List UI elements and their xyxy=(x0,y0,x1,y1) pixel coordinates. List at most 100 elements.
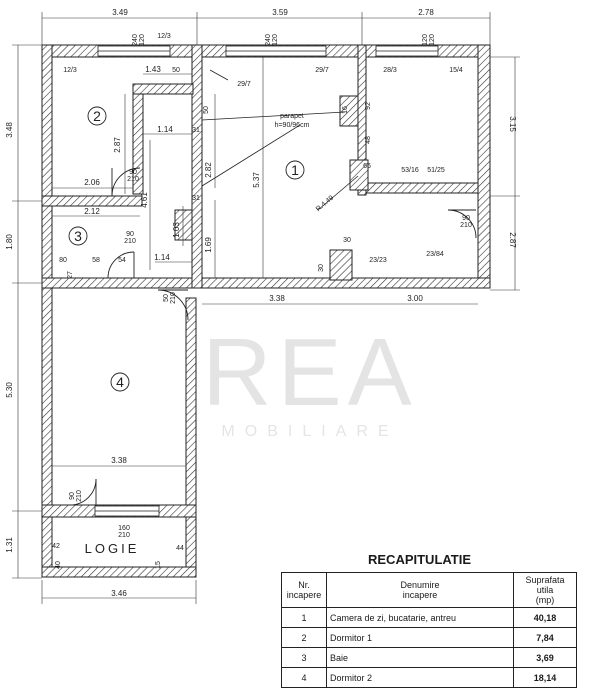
parapet-label: parapet xyxy=(280,113,304,120)
room-number-1: 1 xyxy=(291,162,299,178)
dim-left-3: 5.30 xyxy=(5,382,14,398)
code-12-3b: 12/3 xyxy=(157,33,171,40)
recap-header-nr: Nr.incapere xyxy=(281,572,327,608)
door-code-d: 90210 xyxy=(69,490,83,502)
dim-114b: 1.14 xyxy=(154,253,170,262)
dim-300: 3.00 xyxy=(407,294,423,303)
dim-66: 66 xyxy=(363,163,371,170)
room-number-3: 3 xyxy=(74,228,82,244)
dimension-lines xyxy=(12,12,520,604)
code-53-16: 53/16 xyxy=(401,167,419,174)
parapet-height: h=90/96cm xyxy=(275,122,310,129)
dim-58: 58 xyxy=(92,257,100,264)
dim-143: 1.43 xyxy=(145,65,161,74)
recap-header-area: Suprafata utila(mp) xyxy=(513,572,577,608)
door-code-e: 50210 xyxy=(163,292,177,304)
dim-30b: 30 xyxy=(318,264,325,272)
dim-left-1: 3.48 xyxy=(5,122,14,138)
dim-48: 48 xyxy=(365,136,372,144)
dim-42: 42 xyxy=(52,543,60,550)
dim-16: 16 xyxy=(342,106,349,114)
table-row: 3 Baie 3,69 xyxy=(281,647,577,668)
dim-31b: 31 xyxy=(192,195,200,202)
recap-title: RECAPITULATIE xyxy=(368,552,472,567)
code-23-84: 23/84 xyxy=(426,251,444,258)
dim-27: 27 xyxy=(67,271,74,279)
recap-name: Dormitor 2 xyxy=(326,667,514,688)
watermark-subtitle: MOBILIARE xyxy=(221,423,399,440)
dim-282: 2.82 xyxy=(204,162,213,178)
recap-nr: 1 xyxy=(281,607,327,628)
dim-338a: 3.38 xyxy=(269,294,285,303)
code-51-25: 51/25 xyxy=(427,167,445,174)
recap-area: 7,84 xyxy=(513,627,577,648)
dim-169: 1.69 xyxy=(204,237,213,253)
dim-top-3: 2.78 xyxy=(418,8,434,17)
recap-name: Camera de zi, bucatarie, antreu xyxy=(326,607,514,628)
dim-50b: 50 xyxy=(203,106,210,114)
code-29-7b: 29/7 xyxy=(315,67,329,74)
dim-15: 15 xyxy=(155,561,162,569)
dim-30: 30 xyxy=(343,237,351,244)
dim-212: 2.12 xyxy=(84,207,100,216)
table-row: 4 Dormitor 2 18,14 xyxy=(281,667,577,688)
dim-40: 40 xyxy=(55,561,62,569)
parapet-lines xyxy=(201,69,359,211)
dim-80: 80 xyxy=(59,257,67,264)
recap-name: Dormitor 1 xyxy=(326,627,514,648)
dim-338b: 3.38 xyxy=(111,456,127,465)
watermark: REA MOBILIARE xyxy=(170,325,450,441)
dim-top-1: 3.49 xyxy=(112,8,128,17)
code-23-23: 23/23 xyxy=(369,257,387,264)
dim-left-4: 1.31 xyxy=(5,537,14,553)
dim-206: 2.06 xyxy=(84,178,100,187)
recap-nr: 3 xyxy=(281,647,327,668)
window-code-c: 120120 xyxy=(422,34,436,46)
watermark-logo: REA xyxy=(202,319,418,426)
table-row: 1 Camera de zi, bucatarie, antreu 40,18 xyxy=(281,607,577,628)
window-code-b: 240120 xyxy=(265,34,279,46)
doors xyxy=(69,167,477,506)
dim-left-2: 1.80 xyxy=(5,234,14,250)
dim-54: 54 xyxy=(118,257,126,264)
dim-44: 44 xyxy=(176,545,184,552)
dim-537: 5.37 xyxy=(252,172,261,188)
dim-bottom-1: 3.46 xyxy=(111,589,127,598)
dim-right-1: 3.15 xyxy=(508,116,517,132)
dim-92: 92 xyxy=(365,102,372,110)
room-markers xyxy=(68,106,305,392)
dim-50a: 50 xyxy=(172,67,180,74)
code-r449: R.4.49 xyxy=(315,194,335,213)
dim-top-2: 3.59 xyxy=(272,8,288,17)
dim-103: 1.03 xyxy=(172,222,181,238)
recap-name: Baie xyxy=(326,647,514,668)
walls xyxy=(41,44,491,578)
windows xyxy=(94,45,439,517)
dim-114a: 1.14 xyxy=(157,125,173,134)
recap-area: 3,69 xyxy=(513,647,577,668)
dim-461: 4.61 xyxy=(140,192,149,208)
dim-right-2: 2.87 xyxy=(508,232,517,248)
recap-nr: 2 xyxy=(281,627,327,648)
room-number-2: 2 xyxy=(93,108,101,124)
dim-31a: 31 xyxy=(192,127,200,134)
code-29-7a: 29/7 xyxy=(237,81,251,88)
window-code-a: 240120 xyxy=(132,34,146,46)
code-28-3: 28/3 xyxy=(383,67,397,74)
code-15-4: 15/4 xyxy=(449,67,463,74)
recap-nr: 4 xyxy=(281,667,327,688)
dim-287: 2.87 xyxy=(113,137,122,153)
recap-area: 18,14 xyxy=(513,667,577,688)
room-number-4: 4 xyxy=(116,374,124,390)
logie-label: LOGIE xyxy=(85,541,140,556)
table-row: 2 Dormitor 1 7,84 xyxy=(281,627,577,648)
recap-area: 40,18 xyxy=(513,607,577,628)
